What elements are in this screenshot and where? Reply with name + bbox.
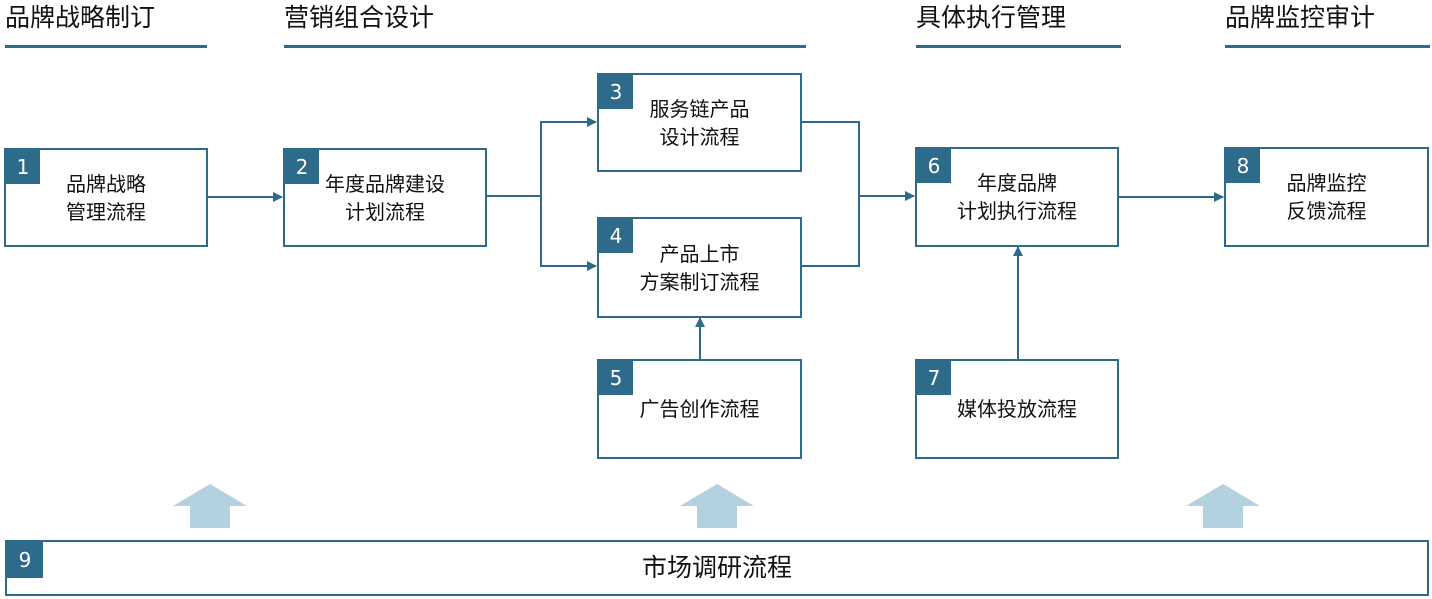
process-label: 广告创作流程 xyxy=(599,361,800,457)
support-arrow-middle xyxy=(680,484,754,528)
process-label: 服务链产品 设计流程 xyxy=(599,75,800,170)
process-number: 7 xyxy=(917,361,951,395)
line-4-to-merge xyxy=(802,196,860,267)
phase-underline xyxy=(5,45,207,48)
process-label-line2: 计划流程 xyxy=(345,199,425,224)
phase-title: 营销组合设计 xyxy=(284,3,435,32)
process-label-line1: 广告创作流程 xyxy=(639,397,760,421)
process-label-line2: 计划执行流程 xyxy=(957,199,1077,223)
process-label-line1: 市场调研流程 xyxy=(641,553,792,582)
process-label: 年度品牌建设 计划流程 xyxy=(285,150,485,245)
phase-title: 品牌战略制订 xyxy=(5,3,156,32)
process-box-8[interactable]: 8 品牌监控 反馈流程 xyxy=(1224,147,1429,247)
process-label: 产品上市 方案制订流程 xyxy=(599,219,800,316)
process-label-line1: 年度品牌建设 xyxy=(325,171,445,196)
process-label-line1: 产品上市 xyxy=(659,241,740,266)
process-box-4[interactable]: 4 产品上市 方案制订流程 xyxy=(597,217,802,318)
support-arrow-left xyxy=(173,484,247,528)
support-arrow-right xyxy=(1186,484,1260,528)
process-label-line2: 反馈流程 xyxy=(1286,199,1367,223)
process-label-line2: 设计流程 xyxy=(659,124,740,149)
process-label: 年度品牌 计划执行流程 xyxy=(917,149,1117,245)
process-label: 市场调研流程 xyxy=(7,542,1427,594)
process-label: 品牌监控 反馈流程 xyxy=(1226,149,1427,245)
process-number: 8 xyxy=(1226,149,1260,183)
process-box-7[interactable]: 7 媒体投放流程 xyxy=(915,359,1119,459)
phase-underline xyxy=(1225,45,1430,48)
phase-title: 具体执行管理 xyxy=(916,3,1067,32)
phase-header-monitoring: 品牌监控审计 xyxy=(1225,0,1430,50)
process-box-6[interactable]: 6 年度品牌 计划执行流程 xyxy=(915,147,1119,247)
process-number: 4 xyxy=(599,219,633,253)
line-3-to-merge xyxy=(802,121,860,196)
process-box-2[interactable]: 2 年度品牌建设 计划流程 xyxy=(283,148,487,247)
process-number: 3 xyxy=(599,75,633,109)
arrow-split-to-3 xyxy=(540,117,597,196)
phase-title: 品牌监控审计 xyxy=(1225,3,1376,32)
phase-underline xyxy=(916,45,1121,48)
process-label-line1: 品牌监控 xyxy=(1286,171,1367,195)
process-number: 2 xyxy=(285,150,319,184)
process-number: 6 xyxy=(917,149,951,183)
process-box-9[interactable]: 9 市场调研流程 xyxy=(5,540,1429,596)
arrow-split-to-4 xyxy=(540,196,597,271)
process-label: 品牌战略 管理流程 xyxy=(6,150,206,245)
process-label: 媒体投放流程 xyxy=(917,361,1117,457)
phase-header-execution: 具体执行管理 xyxy=(916,0,1121,50)
process-label-line1: 品牌战略 xyxy=(66,171,146,196)
process-box-5[interactable]: 5 广告创作流程 xyxy=(597,359,802,459)
phase-underline xyxy=(284,45,806,48)
process-box-1[interactable]: 1 品牌战略 管理流程 xyxy=(4,148,208,247)
process-number: 1 xyxy=(6,150,40,184)
phase-header-marketing-mix: 营销组合设计 xyxy=(284,0,806,50)
process-number: 9 xyxy=(7,542,43,578)
process-label-line1: 媒体投放流程 xyxy=(957,397,1077,421)
process-label-line1: 年度品牌 xyxy=(977,171,1057,195)
process-label-line2: 方案制订流程 xyxy=(639,269,760,294)
process-label-line1: 服务链产品 xyxy=(649,96,750,121)
process-box-3[interactable]: 3 服务链产品 设计流程 xyxy=(597,73,802,172)
phase-header-strategy: 品牌战略制订 xyxy=(5,0,207,50)
process-number: 5 xyxy=(599,361,633,395)
process-label-line2: 管理流程 xyxy=(66,199,146,224)
